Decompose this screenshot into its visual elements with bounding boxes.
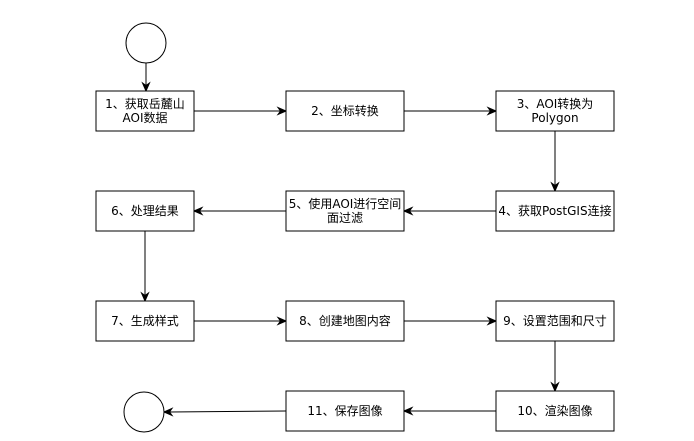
process-box	[285, 90, 405, 132]
process-node-n8: 8、创建地图内容	[285, 300, 405, 342]
process-label: 10、渲染图像	[517, 403, 592, 418]
process-label: 7、生成样式	[111, 313, 179, 328]
process-label: 5、使用AOI进行空间	[289, 196, 402, 211]
edge-n2-to-n3	[404, 106, 498, 116]
edge-n6-to-n7	[140, 231, 150, 303]
edge-start-to-n1	[141, 63, 151, 93]
arrowhead-icon	[276, 316, 288, 326]
process-label: 8、创建地图内容	[299, 313, 391, 328]
arrowhead-icon	[141, 81, 151, 93]
start-node	[125, 22, 167, 64]
process-box	[285, 390, 405, 432]
edge-n4-to-n5	[402, 206, 496, 216]
process-box	[285, 190, 405, 232]
process-box	[285, 300, 405, 342]
edge-line	[169, 410, 287, 413]
edge-n8-to-n9	[404, 316, 498, 326]
end-node	[123, 391, 165, 433]
process-box	[495, 190, 615, 232]
process-label: 4、获取PostGIS连接	[498, 203, 611, 218]
arrowhead-icon	[402, 206, 414, 216]
arrowhead-icon	[140, 291, 150, 303]
process-label: 面过滤	[327, 211, 363, 225]
process-box	[95, 190, 195, 232]
process-box	[95, 300, 195, 342]
edge-n5-to-n6	[192, 206, 286, 216]
arrowhead-icon	[550, 381, 560, 393]
arrowhead-icon	[486, 316, 498, 326]
process-label: 3、AOI转换为	[517, 96, 594, 111]
process-node-n6: 6、处理结果	[95, 190, 195, 232]
arrowhead-icon	[550, 181, 560, 193]
process-box	[495, 390, 615, 432]
process-label: 2、坐标转换	[311, 103, 379, 118]
edge-n9-to-n10	[550, 341, 560, 393]
edge-n1-to-n2	[194, 106, 288, 116]
edge-n10-to-n11	[402, 406, 496, 416]
arrowhead-icon	[192, 206, 204, 216]
edges-layer	[140, 63, 560, 417]
process-box	[495, 300, 615, 342]
process-box	[495, 90, 615, 132]
process-label: Polygon	[531, 111, 578, 125]
edge-n11-to-end	[162, 407, 287, 417]
edge-n3-to-n4	[550, 131, 560, 193]
arrowhead-icon	[486, 106, 498, 116]
edge-n7-to-n8	[194, 316, 288, 326]
arrowhead-icon	[276, 106, 288, 116]
process-node-n11: 11、保存图像	[285, 390, 405, 432]
process-label: 6、处理结果	[111, 204, 179, 218]
process-label: AOI数据	[123, 110, 168, 125]
arrowhead-icon	[402, 406, 414, 416]
process-node-n10: 10、渲染图像	[495, 390, 615, 432]
process-label: 11、保存图像	[307, 404, 382, 418]
process-node-n9: 9、设置范围和尺寸	[495, 300, 615, 342]
process-node-n7: 7、生成样式	[95, 300, 195, 342]
process-label: 9、设置范围和尺寸	[503, 314, 607, 328]
process-node-n2: 2、坐标转换	[285, 90, 405, 132]
process-box	[95, 90, 195, 132]
arrowhead-icon	[162, 407, 174, 417]
process-node-n4: 4、获取PostGIS连接	[495, 190, 615, 232]
process-label: 1、获取岳麓山	[105, 97, 185, 111]
